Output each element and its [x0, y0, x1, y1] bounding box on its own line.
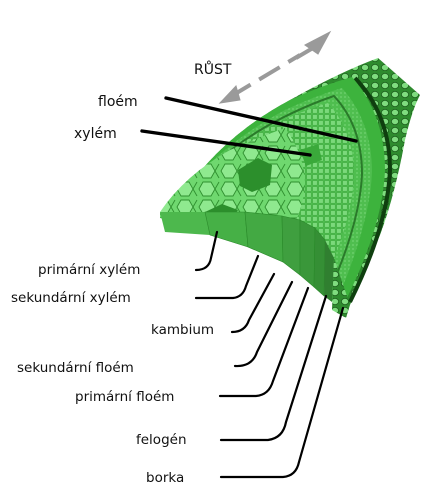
leader-secondary-xylem	[196, 256, 258, 298]
leader-primary-xylem	[196, 232, 217, 270]
leader-cambium	[232, 274, 274, 332]
label-secondary-xylem: sekundární xylém	[11, 290, 131, 306]
label-primary-xylem: primární xylém	[38, 262, 140, 278]
label-bark: borka	[146, 470, 184, 486]
leader-bark	[221, 308, 343, 477]
cross-section-top-face	[160, 58, 420, 305]
label-phellogen: felogén	[136, 432, 187, 448]
label-phloem: floém	[98, 94, 138, 110]
growth-label: RŮST	[194, 60, 232, 78]
leader-primary-phloem	[220, 288, 308, 396]
label-cambium: kambium	[151, 322, 214, 338]
label-primary-phloem: primární floém	[75, 389, 174, 405]
label-xylem: xylém	[74, 126, 117, 142]
label-secondary-phloem: sekundární floém	[17, 360, 134, 376]
